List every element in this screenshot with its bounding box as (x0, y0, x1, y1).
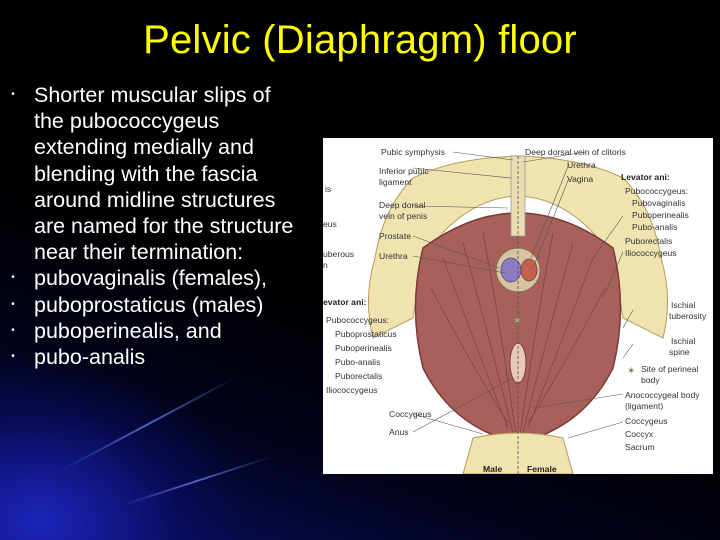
label-fragment: eus (323, 219, 337, 229)
bullet-item: • pubovaginalis (females), (6, 265, 306, 291)
label-site-perineal-body: body (641, 375, 660, 385)
label-inferior-pubic-ligament: ligament (379, 177, 412, 187)
label-puboperinealis: Puboperinealis (335, 343, 392, 353)
leader-lines (412, 151, 634, 439)
label-levator-ani: Levator ani: (621, 172, 670, 182)
label-urethra: Urethra (567, 160, 596, 170)
label-deep-dorsal-vein-penis: vein of penis (379, 211, 428, 221)
label-pubococcygeus: Pubococcygeus: (625, 186, 689, 196)
label-puborectalis: Puborectalis (625, 236, 673, 246)
pelvic-floor-illustration: ✶ ✶ Pubic symphysis Deep dorsal vein of … (323, 138, 713, 474)
label-anococcygeal-body: Anococcygeal body (625, 390, 700, 400)
label-puborectalis: Puborectalis (335, 371, 383, 381)
label-urethra: Urethra (379, 251, 408, 261)
bullet-icon: • (11, 351, 15, 363)
pelvic-floor-drawing: ✶ ✶ (368, 151, 668, 474)
label-puboprostaticus: Puboprostaticus (335, 329, 397, 339)
label-anus: Anus (389, 427, 409, 437)
label-pubococcygeus: Pubococcygeus: (326, 315, 390, 325)
label-ischial-spine: Ischial (671, 336, 696, 346)
label-ischial-tuberosity: tuberosity (669, 311, 707, 321)
bullet-item: • puboperinealis, and (6, 318, 306, 344)
perineal-body-marker: ✶ (513, 316, 521, 327)
bullet-icon: • (11, 272, 15, 284)
perineal-body-marker: ✶ (627, 366, 635, 377)
label-male: Male (483, 464, 503, 474)
label-coccygeus: Coccygeus (625, 416, 668, 426)
label-deep-dorsal-vein-clitoris: Deep dorsal vein of clitoris (525, 147, 626, 157)
label-coccygeus: Coccygeus (389, 409, 432, 419)
bullet-icon: • (11, 324, 15, 336)
bullet-icon: • (11, 298, 15, 310)
label-anococcygeal-body: (ligament) (625, 401, 664, 411)
label-pubo-analis: Pubo-analis (335, 357, 381, 367)
muscle-fibers (430, 232, 606, 437)
bullet-text: pubovaginalis (females), (34, 266, 268, 291)
label-vagina: Vagina (567, 174, 594, 184)
label-sacrum: Sacrum (625, 442, 655, 452)
label-inferior-pubic-ligament: Inferior pubic (379, 166, 429, 176)
label-female: Female (527, 464, 557, 474)
label-site-perineal-body: Site of perineal (641, 364, 699, 374)
label-puboperinealis: Puboperinealis (632, 210, 689, 220)
label-coccyx: Coccyx (625, 429, 654, 439)
bullet-text: pubo-analis (34, 345, 146, 370)
label-pubic-symphysis: Pubic symphysis (381, 147, 445, 157)
bullet-item: • puboprostaticus (males) (6, 292, 306, 318)
bullet-list: • Shorter muscular slips of the pubococcy… (6, 82, 306, 370)
slide-title: Pelvic (Diaphragm) floor (143, 18, 577, 62)
bullet-item: • pubo-analis (6, 344, 306, 370)
label-iliococcygeus: Iliococcygeus (625, 248, 677, 258)
bullet-icon: • (11, 89, 15, 100)
label-prostate: Prostate (379, 231, 412, 241)
bullet-item: • Shorter muscular slips of the pubococcy… (6, 82, 306, 265)
bullet-text: puboprostaticus (males) (34, 292, 264, 317)
label-fragment: uberous (323, 249, 355, 259)
label-ischial-spine: spine (669, 347, 690, 357)
vagina-opening (520, 258, 538, 282)
label-iliococcygeus: Iliococcygeus (326, 385, 378, 395)
label-fragment: n (323, 260, 328, 270)
label-pubovaginalis: Pubovaginalis (632, 198, 686, 208)
label-levator-ani: evator ani: (323, 297, 367, 307)
label-deep-dorsal-vein-penis: Deep dorsal (379, 200, 426, 210)
label-ischial-tuberosity: Ischial (671, 300, 696, 310)
label-fragment: is (325, 184, 332, 194)
bullet-text: puboperinealis, and (34, 318, 222, 343)
label-pubo-analis: Pubo-analis (632, 222, 678, 232)
bullet-text: Shorter muscular slips of the pubococcyg… (34, 83, 294, 265)
